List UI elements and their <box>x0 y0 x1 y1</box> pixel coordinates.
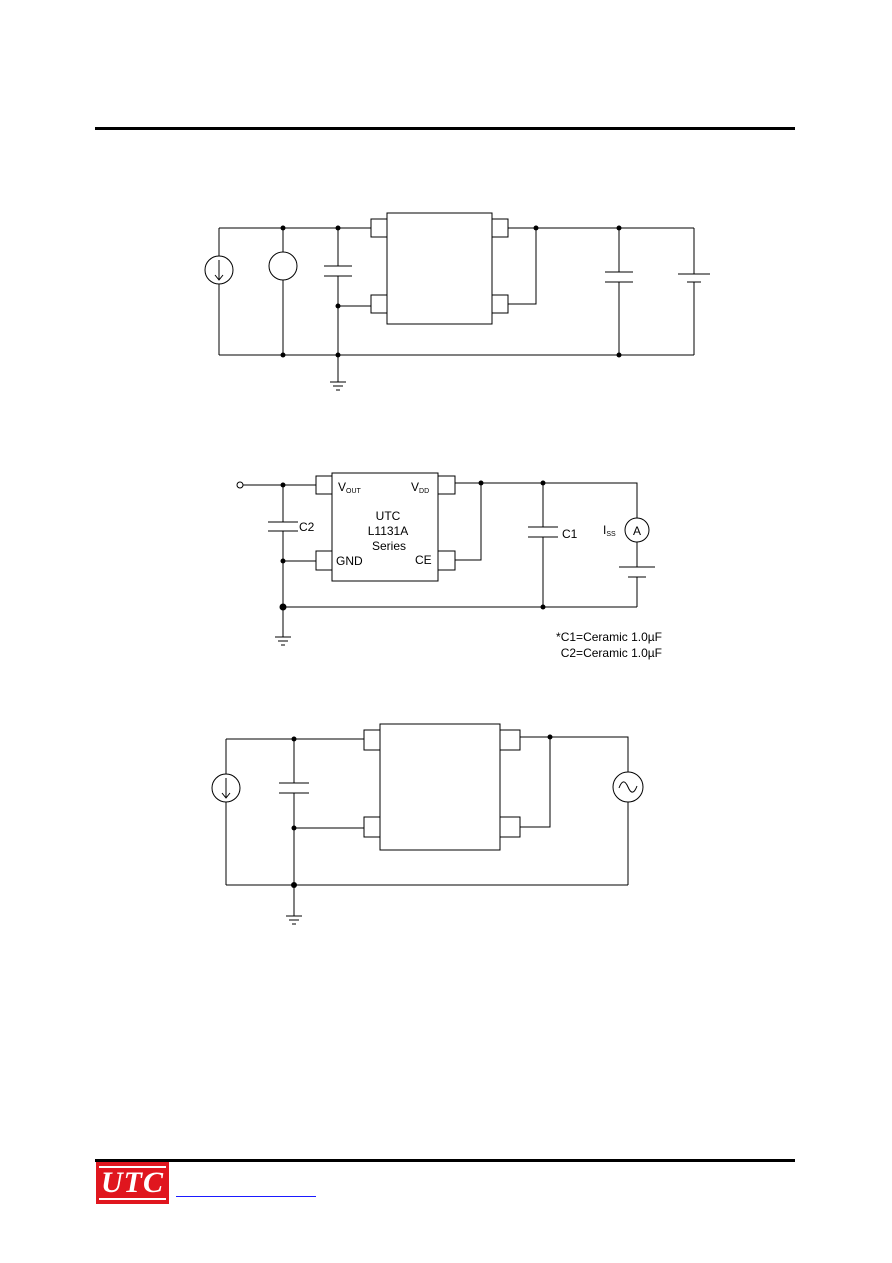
d2-node <box>478 480 484 486</box>
d2-ammeter-label: A <box>633 524 641 538</box>
d1-node <box>335 225 341 231</box>
d3-right-top-wire <box>520 736 629 772</box>
d3-cap-plates <box>279 782 309 794</box>
d1-cap-plates <box>324 265 352 277</box>
d1-ce-tie-wire <box>508 228 537 305</box>
d2-vdd-label: VDD <box>411 480 429 495</box>
d2-note-line1: *C1=Ceramic 1.0µF <box>556 630 662 644</box>
d1-pin-vdd <box>491 218 509 238</box>
d1-voltage-source <box>268 251 298 281</box>
d2-note-line2: C2=Ceramic 1.0µF <box>561 646 662 660</box>
d1-pin-gnd <box>370 294 388 314</box>
d2-battery-plates <box>619 566 655 578</box>
d3-ground-icon <box>286 885 302 925</box>
d2-gnd-label: GND <box>336 554 363 568</box>
d2-pin-ce <box>437 550 456 571</box>
d2-c1-plates <box>528 526 558 538</box>
utc-logo-text: UTC <box>99 1166 166 1200</box>
d2-node <box>540 604 546 610</box>
d1-node <box>280 225 286 231</box>
test-circuit-3 <box>211 723 644 925</box>
d1-ic-body <box>386 212 493 325</box>
d1-node <box>335 303 341 309</box>
utc-logo: UTC <box>96 1162 169 1204</box>
d1-node <box>616 352 622 358</box>
d3-pin-vdd <box>499 729 521 751</box>
footer-link-underline[interactable] <box>176 1196 316 1197</box>
d1-node <box>616 225 622 231</box>
d3-pin-gnd <box>363 816 381 838</box>
d3-node <box>291 882 297 888</box>
d2-node <box>540 480 546 486</box>
d1-node <box>335 352 341 358</box>
test-circuit-1 <box>204 212 710 391</box>
d1-c1-plates <box>605 271 633 283</box>
d2-c2-label: C2 <box>299 520 315 534</box>
d2-input-terminal <box>236 481 244 489</box>
d2-ic-body <box>331 472 439 582</box>
d3-node <box>547 734 553 740</box>
d2-ic-name-line3: Series <box>372 539 406 553</box>
d3-ac-source-icon <box>618 781 638 793</box>
d1-pin-ce <box>491 294 509 314</box>
d2-right-top-wire <box>455 482 638 518</box>
d2-iss-label: ISS <box>603 523 616 538</box>
d2-c2-plates <box>268 521 298 532</box>
d2-ammeter <box>624 517 650 543</box>
header-rule <box>95 127 795 130</box>
d2-pin-vdd <box>437 475 456 495</box>
d2-ic-name-line1: UTC <box>376 509 401 523</box>
d1-ground-icon <box>330 355 346 391</box>
d2-ic-name-line2: L1131A <box>368 524 408 538</box>
d2-vout-label: VOUT <box>338 480 362 495</box>
footer-rule <box>95 1159 795 1162</box>
d3-current-arrow-icon <box>221 778 231 799</box>
d3-node <box>291 736 297 742</box>
d1-current-arrow-icon <box>214 260 224 281</box>
d2-pin-gnd <box>315 550 333 571</box>
d2-ground-icon <box>275 607 291 646</box>
d2-ce-tie-wire <box>455 483 482 561</box>
d2-ce-label: CE <box>415 553 432 567</box>
d1-node <box>280 352 286 358</box>
test-circuit-2: VOUT VDD UTC L1131A Series GND CE C2 C1 … <box>236 472 662 660</box>
d3-ce-tie-wire <box>520 737 551 828</box>
d1-pin-vout <box>370 218 388 238</box>
d2-c1-label: C1 <box>562 527 578 541</box>
d2-node <box>280 482 286 488</box>
d3-pin-ce <box>499 816 521 838</box>
d1-battery-plates <box>678 273 710 283</box>
d2-node <box>280 558 286 564</box>
d3-pin-vout <box>363 729 381 751</box>
d3-ic-body <box>379 723 501 851</box>
d1-node <box>533 225 539 231</box>
d3-node <box>291 825 297 831</box>
d2-node <box>279 603 287 611</box>
d2-pin-vout <box>315 475 333 495</box>
